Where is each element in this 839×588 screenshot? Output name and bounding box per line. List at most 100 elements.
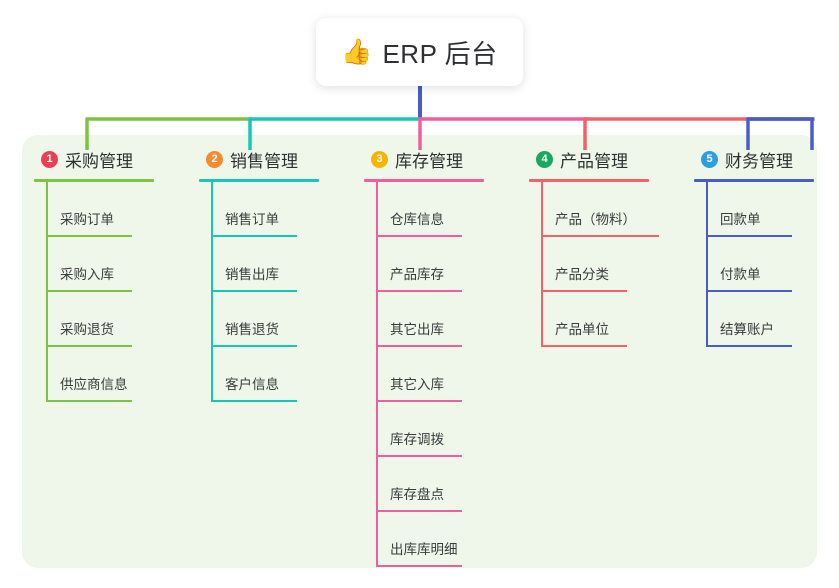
- list-item-label: 销售订单: [225, 212, 279, 227]
- column-header-rule: [199, 179, 319, 182]
- list-item[interactable]: 产品分类: [529, 237, 649, 292]
- list-item[interactable]: 结算账户: [694, 292, 814, 347]
- list-item[interactable]: 采购退货: [34, 292, 154, 347]
- column-spine: [541, 182, 543, 347]
- column-items: 产品（物料） 产品分类产品单位: [529, 182, 659, 347]
- column-items: 回款单付款单结算账户: [694, 182, 814, 347]
- list-item-label: 结算账户: [720, 322, 774, 337]
- list-item[interactable]: 其它入库: [364, 347, 484, 402]
- list-item-label: 回款单: [720, 212, 761, 227]
- column-number-badge: 1: [41, 150, 58, 168]
- list-item[interactable]: 库存盘点: [364, 457, 484, 512]
- column-header-rule: [694, 179, 814, 182]
- list-item-rule: [706, 235, 792, 237]
- column-items: 销售订单销售出库销售退货客户信息: [199, 182, 319, 402]
- list-item-rule: [376, 345, 462, 347]
- list-item-rule: [541, 290, 627, 292]
- column-采购管理: 1 采购管理采购订单采购入库采购退货供应商信息: [34, 146, 154, 402]
- column-header-3[interactable]: 3 库存管理: [364, 146, 484, 172]
- list-item-rule: [376, 290, 462, 292]
- column-产品管理: 4 产品管理产品（物料） 产品分类产品单位: [529, 146, 659, 347]
- list-item-rule: [211, 345, 297, 347]
- list-item[interactable]: 产品（物料）: [529, 182, 659, 237]
- list-item[interactable]: 销售订单: [199, 182, 319, 237]
- list-item-rule: [46, 345, 132, 347]
- root-node[interactable]: 👍 ERP 后台: [316, 18, 523, 86]
- list-item-label: 其它入库: [390, 377, 444, 392]
- list-item-label: 供应商信息: [60, 377, 128, 392]
- list-item[interactable]: 客户信息: [199, 347, 319, 402]
- list-item-label: 采购订单: [60, 212, 114, 227]
- column-title: 产品管理: [560, 151, 628, 171]
- list-item-label: 产品库存: [390, 267, 444, 282]
- column-title: 采购管理: [65, 151, 133, 171]
- list-item-label: 产品（物料）: [555, 212, 636, 227]
- column-header-rule: [34, 179, 154, 182]
- root-title: ERP 后台: [382, 38, 498, 69]
- column-title: 销售管理: [230, 151, 298, 171]
- list-item-label: 仓库信息: [390, 212, 444, 227]
- column-title: 库存管理: [395, 151, 463, 171]
- column-header-5[interactable]: 5 财务管理: [694, 146, 814, 172]
- list-item-label: 客户信息: [225, 377, 279, 392]
- column-items: 仓库信息产品库存其它出库其它入库库存调拨库存盘点出库库明细: [364, 182, 484, 567]
- list-item[interactable]: 回款单: [694, 182, 814, 237]
- column-spine: [376, 182, 378, 567]
- column-销售管理: 2 销售管理销售订单销售出库销售退货客户信息: [199, 146, 319, 402]
- column-number-badge: 3: [371, 150, 388, 168]
- list-item-rule: [706, 290, 792, 292]
- list-item-label: 销售出库: [225, 267, 279, 282]
- list-item[interactable]: 产品单位: [529, 292, 649, 347]
- list-item-rule: [46, 400, 132, 402]
- column-header-1[interactable]: 1 采购管理: [34, 146, 154, 172]
- column-header-2[interactable]: 2 销售管理: [199, 146, 319, 172]
- list-item-rule: [46, 235, 132, 237]
- list-item[interactable]: 产品库存: [364, 237, 484, 292]
- list-item[interactable]: 库存调拨: [364, 402, 484, 457]
- column-header-rule: [529, 179, 649, 182]
- list-item[interactable]: 销售出库: [199, 237, 319, 292]
- list-item[interactable]: 其它出库: [364, 292, 484, 347]
- list-item-label: 库存调拨: [390, 432, 444, 447]
- column-spine: [46, 182, 48, 402]
- list-item-rule: [541, 345, 627, 347]
- list-item-rule: [211, 290, 297, 292]
- list-item[interactable]: 付款单: [694, 237, 814, 292]
- list-item-rule: [376, 235, 462, 237]
- diagram-background-panel: [22, 135, 817, 568]
- list-item-label: 产品单位: [555, 322, 609, 337]
- list-item[interactable]: 采购订单: [34, 182, 154, 237]
- list-item-label: 付款单: [720, 267, 761, 282]
- list-item-rule: [211, 400, 297, 402]
- list-item-rule: [541, 235, 659, 237]
- list-item-rule: [376, 400, 462, 402]
- column-title: 财务管理: [725, 151, 793, 171]
- list-item-label: 其它出库: [390, 322, 444, 337]
- list-item[interactable]: 仓库信息: [364, 182, 484, 237]
- column-items: 采购订单采购入库采购退货供应商信息: [34, 182, 154, 402]
- list-item-rule: [376, 510, 462, 512]
- column-spine: [211, 182, 213, 402]
- column-number-badge: 4: [536, 150, 553, 168]
- list-item-label: 销售退货: [225, 322, 279, 337]
- list-item[interactable]: 销售退货: [199, 292, 319, 347]
- list-item[interactable]: 供应商信息: [34, 347, 154, 402]
- list-item-label: 库存盘点: [390, 487, 444, 502]
- column-header-rule: [364, 179, 484, 182]
- list-item[interactable]: 出库库明细: [364, 512, 484, 567]
- list-item-rule: [706, 345, 792, 347]
- list-item[interactable]: 采购入库: [34, 237, 154, 292]
- column-number-badge: 5: [701, 150, 718, 168]
- list-item-label: 采购入库: [60, 267, 114, 282]
- column-number-badge: 2: [206, 150, 223, 168]
- column-库存管理: 3 库存管理仓库信息产品库存其它出库其它入库库存调拨库存盘点出库库明细: [364, 146, 484, 567]
- column-财务管理: 5 财务管理回款单付款单结算账户: [694, 146, 814, 347]
- column-header-4[interactable]: 4 产品管理: [529, 146, 649, 172]
- column-spine: [706, 182, 708, 347]
- list-item-rule: [46, 290, 132, 292]
- list-item-label: 出库库明细: [390, 542, 458, 557]
- list-item-label: 产品分类: [555, 267, 609, 282]
- list-item-rule: [376, 455, 462, 457]
- list-item-rule: [376, 565, 462, 567]
